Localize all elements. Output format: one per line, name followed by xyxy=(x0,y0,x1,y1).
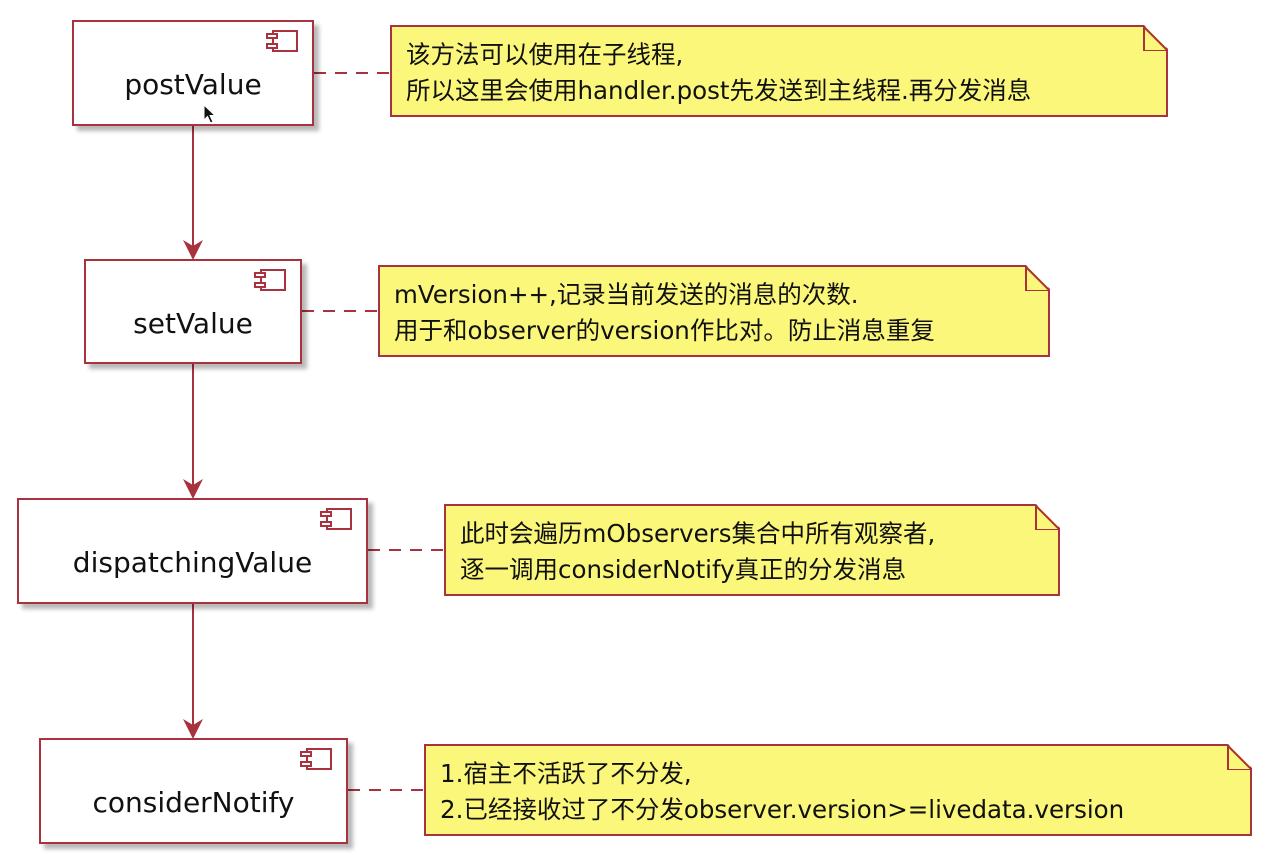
note-fold-icon xyxy=(1034,504,1060,530)
component-label: considerNotify xyxy=(92,786,295,819)
component-dispatchingvalue: dispatchingValue xyxy=(17,498,368,604)
note-fold-icon xyxy=(1142,25,1168,51)
note-line: 此时会遍历mObservers集合中所有观察者, xyxy=(460,519,936,548)
note-line: mVersion++,记录当前发送的消息的次数. xyxy=(394,280,859,309)
note-postvalue: 该方法可以使用在子线程, 所以这里会使用handler.post先发送到主线程.… xyxy=(390,25,1168,117)
component-label: dispatchingValue xyxy=(72,546,313,579)
component-icon xyxy=(254,269,288,293)
note-fold-icon xyxy=(1024,265,1050,291)
component-icon xyxy=(320,508,354,532)
component-label: setValue xyxy=(133,307,253,340)
component-icon xyxy=(300,748,334,772)
note-line: 该方法可以使用在子线程, xyxy=(406,40,684,69)
note-line: 所以这里会使用handler.post先发送到主线程.再分发消息 xyxy=(406,76,1032,105)
note-dispatchingvalue: 此时会遍历mObservers集合中所有观察者, 逐一调用considerNot… xyxy=(444,504,1060,596)
component-label: postValue xyxy=(124,68,262,101)
note-fold-icon xyxy=(1226,744,1252,770)
note-line: 2.已经接收过了不分发observer.version>=livedata.ve… xyxy=(440,795,1125,824)
mouse-pointer-icon xyxy=(203,104,217,124)
component-icon xyxy=(266,30,300,54)
note-line: 用于和observer的version作比对。防止消息重复 xyxy=(394,316,935,345)
note-line: 1.宿主不活跃了不分发, xyxy=(440,759,692,788)
component-postvalue: postValue xyxy=(72,20,314,126)
component-considernotify: considerNotify xyxy=(39,738,348,844)
note-considernotify: 1.宿主不活跃了不分发, 2.已经接收过了不分发observer.version… xyxy=(424,744,1252,836)
note-line: 逐一调用considerNotify真正的分发消息 xyxy=(460,555,907,584)
component-setvalue: setValue xyxy=(84,259,302,364)
note-setvalue: mVersion++,记录当前发送的消息的次数. 用于和observer的ver… xyxy=(378,265,1050,357)
